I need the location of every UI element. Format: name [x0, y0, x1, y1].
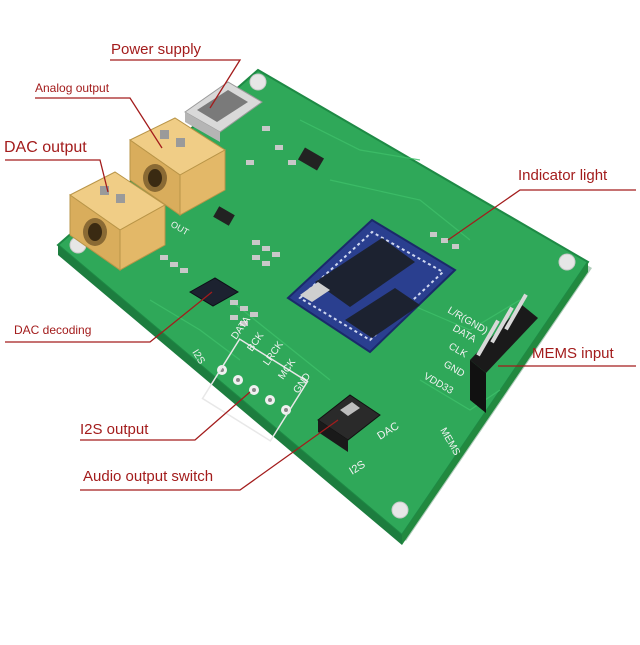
leader-dac-decoding: [5, 291, 213, 343]
mems-header: [470, 293, 538, 413]
leader-i2s-output: [80, 391, 251, 441]
callout-audio-output-switch: Audio output switch: [83, 468, 214, 485]
dac-output-jack: [69, 171, 166, 271]
leader-lines: [5, 59, 636, 491]
callout-dac-decoding: DAC decoding: [14, 323, 92, 337]
mounting-holes: [69, 73, 576, 519]
callout-power-supply: Power supply: [111, 41, 202, 58]
board-edge: [58, 245, 402, 545]
leader-dac-output: [5, 159, 109, 193]
analog-output-jack: [129, 117, 226, 216]
leader-power-supply: [110, 59, 242, 109]
passive-components: [160, 206, 280, 326]
usb-c-connector: [184, 81, 263, 142]
callout-analog-output: Analog output: [35, 81, 110, 95]
leader-analog-output: [35, 97, 163, 149]
audio-output-switch: [317, 394, 381, 452]
callout-i2s-output: I2S output: [80, 421, 149, 438]
leader-audio-switch: [80, 419, 339, 491]
i2s-header-pads: [201, 338, 309, 442]
traces: [149, 119, 521, 411]
callout-dac-output: DAC output: [4, 139, 87, 156]
usb-components: [246, 126, 325, 171]
indicator-leds: [430, 232, 459, 249]
bluetooth-module: [286, 218, 457, 354]
callout-indicator-light: Indicator light: [518, 167, 608, 184]
dac-chip: [189, 277, 239, 307]
callout-mems-input: MEMS input: [532, 345, 614, 362]
board-edge-right: [402, 262, 588, 545]
leader-indicator-light: [447, 189, 636, 241]
